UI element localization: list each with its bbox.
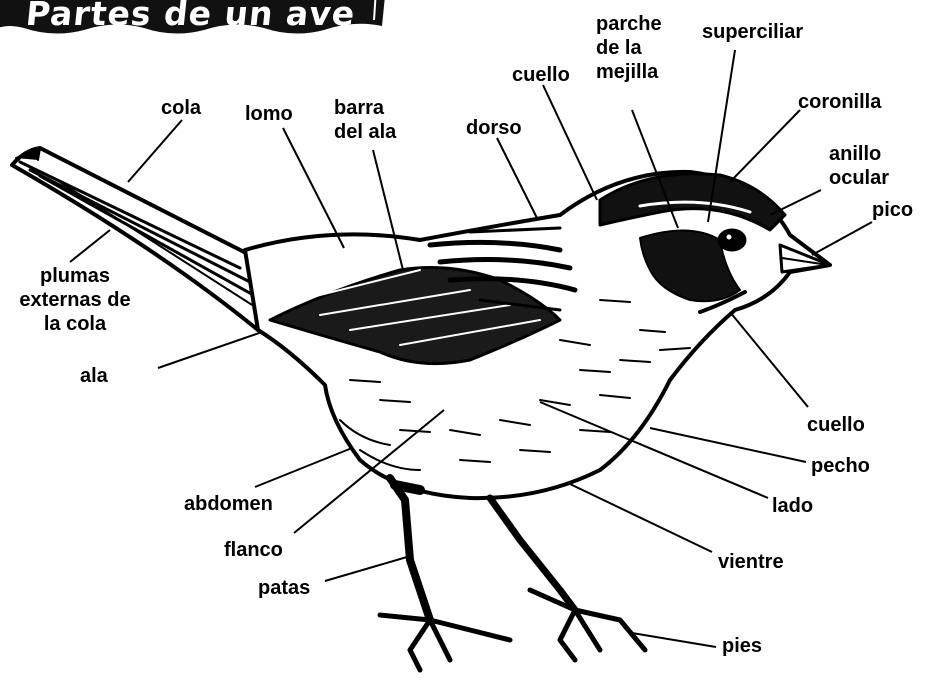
- leader-dorso: [496, 137, 539, 221]
- leader-ala: [157, 331, 263, 369]
- label-flanco: flanco: [224, 539, 283, 561]
- label-lomo: lomo: [245, 103, 293, 125]
- leader-lado: [539, 401, 769, 499]
- leader-lines: [69, 49, 873, 648]
- label-cola: cola: [161, 97, 202, 119]
- label-ala: ala: [80, 365, 108, 387]
- leader-flanco: [293, 409, 445, 534]
- label-parche-de-la-mejilla: parche de la mejilla: [596, 13, 662, 83]
- label-pies: pies: [722, 635, 763, 657]
- leader-patas: [324, 556, 408, 582]
- label-dorso: dorso: [466, 117, 522, 139]
- label-coronilla: coronilla: [798, 91, 882, 113]
- label-patas: patas: [258, 577, 311, 599]
- leader-lomo: [282, 127, 345, 249]
- leader-parche: [631, 109, 679, 229]
- leader-superciliar: [707, 49, 736, 223]
- leader-coronilla: [729, 109, 801, 183]
- leader-pies: [631, 632, 717, 648]
- label-anillo-ocular: anillo ocular: [829, 143, 890, 189]
- label-superciliar: superciliar: [702, 21, 804, 43]
- leader-anillo: [769, 189, 822, 216]
- leader-cuello-top: [542, 84, 598, 201]
- label-cuello-top: cuello: [512, 64, 570, 86]
- leader-plumas: [69, 229, 111, 263]
- label-lado: lado: [772, 495, 814, 517]
- label-cuello-bottom: cuello: [807, 414, 865, 436]
- bird-body: [10, 146, 832, 673]
- label-abdomen: abdomen: [184, 493, 273, 515]
- label-plumas-externas: plumas externas de la cola: [19, 265, 131, 335]
- title-banner: [0, 0, 385, 34]
- leader-vientre: [569, 483, 713, 553]
- leader-pico: [811, 221, 873, 256]
- leader-barra: [372, 149, 404, 271]
- leader-cola: [127, 119, 183, 183]
- leader-pecho: [649, 427, 807, 463]
- leader-abdomen: [254, 447, 353, 488]
- leader-cuello-bottom: [729, 311, 809, 408]
- label-pico: pico: [872, 199, 914, 221]
- label-vientre: vientre: [718, 551, 784, 573]
- label-pecho: pecho: [811, 455, 870, 477]
- label-barra-del-ala: barra del ala: [334, 97, 397, 143]
